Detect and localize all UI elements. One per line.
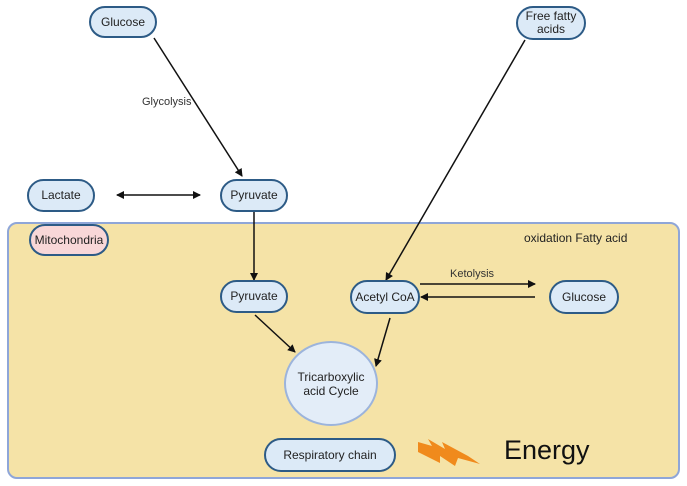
energy-bolt-icon xyxy=(418,439,480,466)
node-glucose[interactable]: Glucose xyxy=(89,6,157,38)
energy-label: Energy xyxy=(504,435,590,465)
node-pyruvate-cytosol[interactable]: Pyruvate xyxy=(220,179,288,212)
node-mitochondria-label: Mitochondria xyxy=(29,224,109,256)
arrow-ffa-acetylcoa xyxy=(385,39,526,281)
node-pyruvate-mito[interactable]: Pyruvate xyxy=(220,280,288,313)
arrow-glycolysis xyxy=(153,37,243,177)
arrow-pyruvate-tca xyxy=(254,314,296,353)
node-tca-cycle[interactable]: Tricarboxylic acid Cycle xyxy=(284,341,378,426)
node-glucose-mito[interactable]: Glucose xyxy=(549,280,619,314)
compartment-title: oxidation Fatty acid xyxy=(524,231,628,245)
arrow-acetylcoa-tca xyxy=(374,317,391,367)
label-glycolysis: Glycolysis xyxy=(142,96,192,108)
label-ketolysis: Ketolysis xyxy=(450,268,495,280)
node-acetyl-coa[interactable]: Acetyl CoA xyxy=(350,280,420,314)
node-lactate[interactable]: Lactate xyxy=(27,179,95,212)
node-free-fatty-acids[interactable]: Free fatty acids xyxy=(516,6,586,40)
node-respiratory-chain[interactable]: Respiratory chain xyxy=(264,438,396,472)
